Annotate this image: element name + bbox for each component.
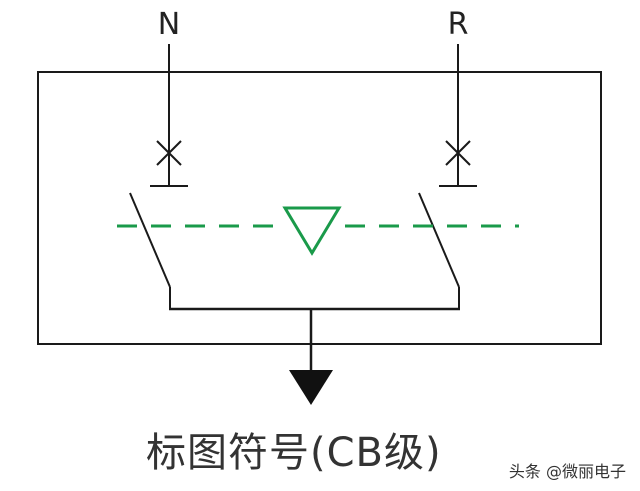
terminal-label-r: R	[448, 7, 469, 42]
pole-r-cross-b	[445, 140, 471, 166]
pole-r-blade	[418, 192, 460, 288]
pole-n	[129, 44, 188, 309]
source-watermark: 头条 @微丽电子	[508, 462, 626, 481]
pole-r	[418, 44, 477, 309]
trip-indicator-triangle-icon	[282, 206, 342, 256]
output-bus	[169, 307, 460, 372]
diagram-caption: 标图符号(CB级)	[146, 430, 442, 476]
pole-n-cross-b	[156, 140, 182, 166]
terminal-label-n: N	[158, 7, 180, 42]
output-arrow-icon	[289, 370, 333, 405]
enclosure-box	[37, 71, 602, 345]
pole-n-blade	[129, 192, 171, 288]
